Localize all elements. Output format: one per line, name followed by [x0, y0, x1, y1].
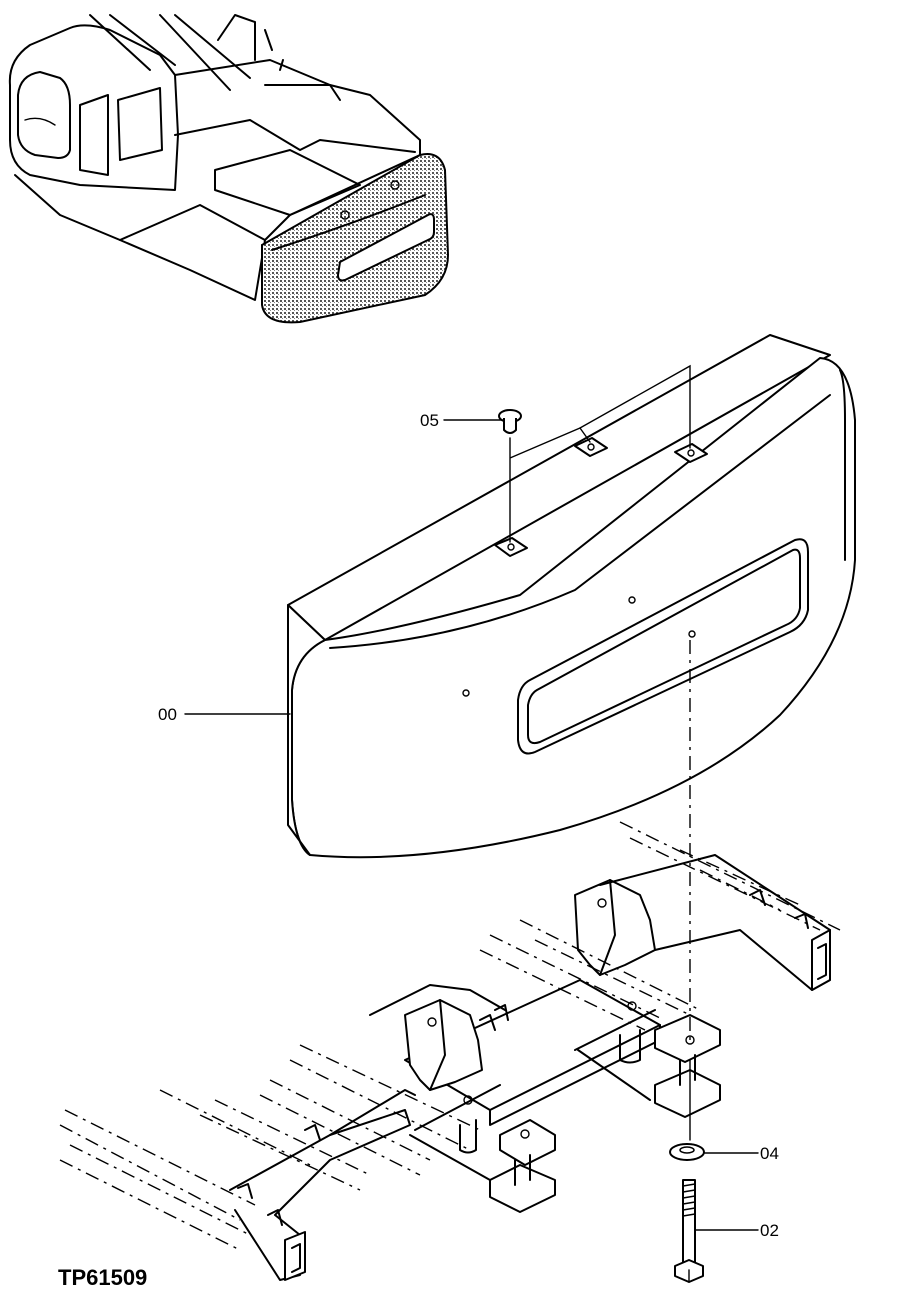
callout-bolt: 02 [760, 1221, 779, 1240]
counterweight-window [517, 538, 809, 755]
counterweight-left-end [287, 604, 326, 856]
right-mount-pad [654, 1014, 721, 1063]
fasteners [669, 640, 705, 1283]
bolt [674, 1179, 704, 1283]
callout-counterweight: 00 [158, 705, 177, 724]
cab-front-window [117, 87, 163, 161]
boom-outline [89, 14, 251, 91]
left-mount-pad [499, 1119, 556, 1166]
base-frame [59, 821, 841, 1281]
cab-side-window [17, 71, 71, 159]
callout-washer: 04 [760, 1144, 779, 1163]
lifting-plate-3 [674, 443, 708, 463]
figure-id: TP61509 [58, 1265, 147, 1290]
lifting-plate-2 [574, 437, 608, 457]
counterweight-assembly [287, 334, 856, 859]
cab-door-window [79, 94, 109, 176]
machine-overview [8, 14, 450, 324]
counterweight-highlight-slot [337, 213, 435, 282]
washer [669, 1143, 705, 1161]
callout-plug: 05 [420, 411, 439, 430]
leader-lines [184, 419, 759, 1231]
counterweight-highlight [261, 153, 450, 324]
cab-outline [8, 24, 179, 191]
lifting-plate-1 [494, 537, 528, 557]
plug [498, 409, 522, 434]
